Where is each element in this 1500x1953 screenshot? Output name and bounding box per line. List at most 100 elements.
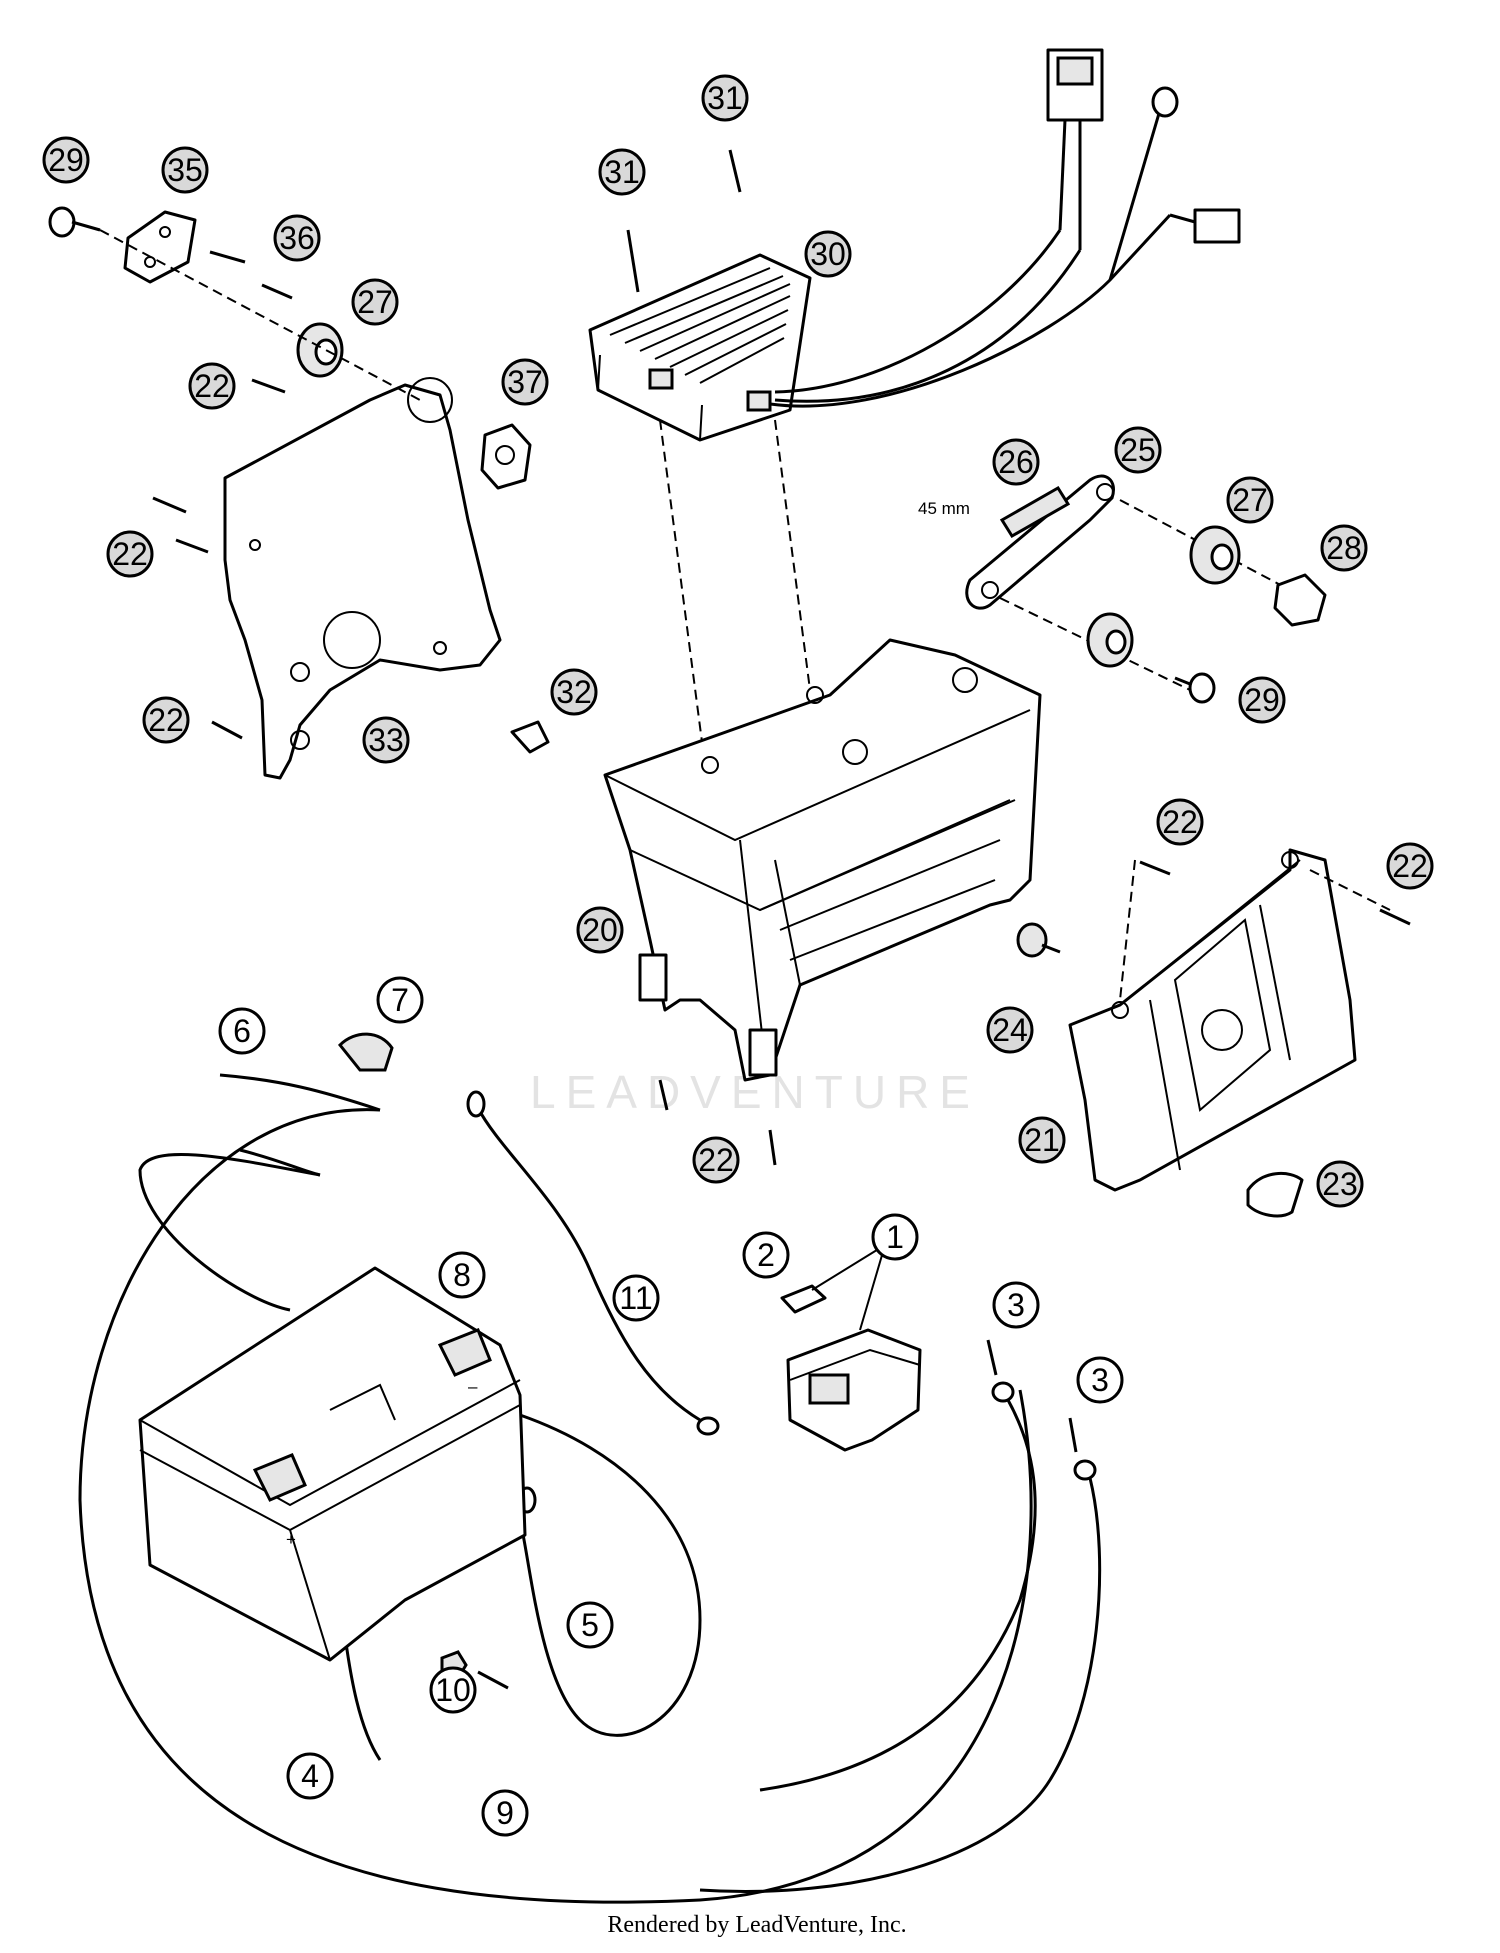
svg-text:7: 7 [391, 982, 409, 1018]
assembly-line-reg-left [659, 419, 706, 766]
callout-30: 30 [804, 230, 852, 278]
svg-text:22: 22 [148, 702, 184, 738]
plate-35 [123, 210, 197, 284]
relay-1 [786, 1328, 922, 1452]
svg-text:23: 23 [1322, 1166, 1358, 1202]
svg-text:11: 11 [619, 1280, 652, 1316]
svg-text:1: 1 [886, 1219, 904, 1255]
svg-text:22: 22 [1392, 848, 1428, 884]
callout-6: 6 [218, 1007, 266, 1055]
assembly-line-holder-left [1119, 859, 1136, 1001]
callout-22: 22 [692, 1136, 740, 1184]
svg-text:33: 33 [368, 722, 404, 758]
regulator-harness [769, 48, 1241, 408]
callout-37: 37 [501, 358, 549, 406]
callout-31: 31 [701, 74, 749, 122]
callout-22: 22 [1386, 842, 1434, 890]
callout-10: 10 [429, 1666, 477, 1714]
bolt-29-right [1174, 672, 1216, 704]
callout-29: 29 [1238, 676, 1286, 724]
callout-2: 2 [742, 1231, 790, 1279]
callout-27: 27 [351, 278, 399, 326]
fuse-2 [780, 1284, 827, 1314]
callout-27: 27 [1226, 476, 1274, 524]
callout-22: 22 [142, 696, 190, 744]
svg-text:27: 27 [1232, 482, 1268, 518]
svg-text:24: 24 [992, 1012, 1028, 1048]
grommet-lower-right [1086, 612, 1134, 668]
cap-7 [337, 1032, 394, 1072]
screw-22-case-b [768, 1129, 777, 1166]
callout-33: 33 [362, 716, 410, 764]
cable-6 [78, 1073, 1033, 1904]
svg-text:10: 10 [435, 1672, 471, 1708]
callout-3: 3 [1076, 1356, 1124, 1404]
callout-11: 11 [612, 1274, 660, 1322]
svg-text:21: 21 [1024, 1122, 1060, 1158]
callout-21: 21 [1018, 1116, 1066, 1164]
svg-text:22: 22 [194, 368, 230, 404]
grommet-27-left [296, 322, 344, 378]
callout-8: 8 [438, 1251, 486, 1299]
battery-minus-sign: – [468, 1377, 478, 1396]
svg-text:5: 5 [581, 1607, 599, 1643]
svg-text:36: 36 [279, 220, 315, 256]
svg-text:22: 22 [698, 1142, 734, 1178]
svg-text:22: 22 [112, 536, 148, 572]
svg-text:25: 25 [1120, 432, 1156, 468]
clip-23 [1246, 1171, 1304, 1218]
screw-3b [1068, 1417, 1078, 1453]
assembly-line-reg-right [774, 419, 811, 691]
bolt-9 [477, 1670, 509, 1690]
callout-25: 25 [1114, 426, 1162, 474]
battery-plus-sign: + [286, 1530, 296, 1549]
svg-text:29: 29 [1244, 682, 1280, 718]
footer-credit: Rendered by LeadVenture, Inc. [607, 1912, 906, 1938]
svg-text:31: 31 [604, 154, 640, 190]
svg-text:4: 4 [301, 1758, 319, 1794]
svg-text:37: 37 [507, 364, 543, 400]
bolt-29-left [48, 206, 101, 238]
svg-text:9: 9 [496, 1795, 514, 1831]
callout-32: 32 [550, 668, 598, 716]
callout-24: 24 [986, 1006, 1034, 1054]
grommet-27-right [1189, 525, 1241, 585]
screw-22-left-c [175, 538, 209, 554]
callout-26: 26 [992, 438, 1040, 486]
svg-text:20: 20 [582, 912, 618, 948]
svg-text:28: 28 [1326, 530, 1362, 566]
svg-text:3: 3 [1007, 1287, 1025, 1323]
screw-22-left-a [251, 378, 286, 394]
battery-case [603, 638, 1042, 1082]
screw-22-holder-a [1139, 860, 1171, 876]
dimension-label: 45 mm [918, 499, 970, 518]
screw-22-left-d [211, 720, 243, 740]
screw-36b [261, 283, 293, 300]
svg-text:31: 31 [707, 80, 743, 116]
bolt-31-left [626, 229, 640, 293]
cable-11 [466, 1090, 720, 1436]
callout-23: 23 [1316, 1160, 1364, 1208]
callout-9: 9 [481, 1789, 529, 1837]
callout-20: 20 [576, 906, 624, 954]
battery-strap [965, 474, 1115, 610]
assembly-line-left [99, 229, 421, 401]
callout-22: 22 [1156, 798, 1204, 846]
screw-3a [986, 1339, 998, 1376]
svg-text:2: 2 [757, 1237, 775, 1273]
svg-text:8: 8 [453, 1257, 471, 1293]
svg-text:3: 3 [1091, 1362, 1109, 1398]
cable-3-right [699, 1459, 1102, 1894]
callout-3: 3 [992, 1281, 1040, 1329]
callout-22: 22 [188, 362, 236, 410]
callout-5: 5 [566, 1601, 614, 1649]
callout-28: 28 [1320, 524, 1368, 572]
bolt-31-right [728, 149, 742, 193]
mounting-bracket [223, 377, 502, 780]
nut-37 [480, 423, 532, 490]
screw-22-left-b [152, 496, 187, 514]
svg-text:22: 22 [1162, 804, 1198, 840]
nut-28 [1273, 573, 1327, 627]
svg-text:26: 26 [998, 444, 1034, 480]
callout-29: 29 [42, 136, 90, 184]
